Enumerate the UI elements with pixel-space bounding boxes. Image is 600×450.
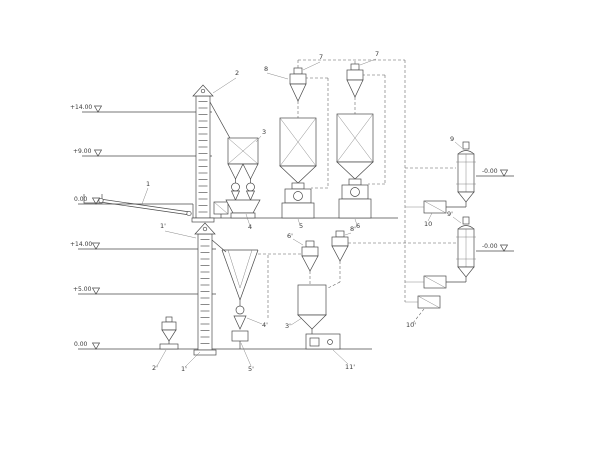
- equipment-label: 2: [235, 69, 239, 77]
- elevation-label: +14.00: [70, 104, 92, 111]
- equipment-label: 3: [262, 128, 266, 136]
- equipment-label: 5: [299, 222, 303, 230]
- elevation-label: +5.00: [73, 286, 92, 293]
- equipment-label: 5': [248, 365, 254, 373]
- grinding-unit-a: 5: [279, 60, 317, 230]
- equipment-label: 9': [447, 210, 453, 218]
- elevation-marker-upper-14: +14.00: [70, 104, 212, 113]
- equipment-label: 8: [264, 65, 268, 73]
- equipment-label: 10': [406, 321, 416, 329]
- elevation-label: 0.00: [74, 341, 88, 348]
- elevation-marker-right-2: -0.00: [476, 243, 514, 252]
- twin-cyclone-hopper: 4: [225, 163, 261, 231]
- elevation-label: +14.00: [70, 241, 92, 248]
- equipment-label: 2': [152, 364, 158, 372]
- equipment-label: 6': [287, 232, 293, 240]
- magnetic-separator: [213, 201, 229, 218]
- air-filter-a: 9: [446, 135, 476, 208]
- elevation-label: 0.00: [74, 196, 88, 203]
- elevation-marker-upper-9: +9.00: [73, 148, 212, 157]
- fan-box-a: 10: [405, 200, 447, 228]
- equipment-label: 4': [262, 321, 268, 329]
- equipment-label: 4: [248, 223, 252, 231]
- equipment-label: 10: [424, 220, 432, 228]
- bucket-elevator-upper: 2: [191, 69, 239, 223]
- cyclone-lower-left: 6': [287, 232, 319, 285]
- surge-cone-hopper: 4' 5': [221, 249, 268, 373]
- bagging-machine: 11': [305, 333, 355, 371]
- equipment-label: 1': [181, 365, 187, 373]
- equipment-label: 7: [375, 50, 379, 58]
- fan-box-b: [405, 275, 447, 289]
- drum-sieve: 3: [227, 128, 266, 165]
- elevation-marker-lower-5: +5.00: [73, 286, 216, 295]
- equipment-label: 9: [450, 135, 454, 143]
- grinding-unit-b: 6: [336, 60, 374, 230]
- elevation-label: -0.00: [482, 243, 498, 250]
- elevation-marker-lower-14: +14.00: [70, 241, 216, 250]
- equipment-label: 3': [285, 322, 291, 330]
- equipment-label: 7: [319, 53, 323, 61]
- equipment-label: 8': [350, 225, 356, 233]
- air-duct-lines: [258, 59, 456, 320]
- intake-unit-lower: 2': [152, 316, 179, 372]
- cyclone-lower-right: 8': [327, 225, 356, 289]
- elevation-marker-right-1: -0.00: [476, 168, 514, 177]
- equipment-label: 1: [146, 180, 150, 188]
- elevation-label: -0.00: [482, 168, 498, 175]
- elevation-label: +9.00: [73, 148, 92, 155]
- equipment-label: 6: [356, 222, 360, 230]
- fan-box-c: 10': [405, 295, 441, 329]
- air-filter-b: 9': [446, 210, 476, 283]
- equipment-label: 11': [345, 363, 355, 371]
- bucket-elevator-lower: 1' 1': [160, 222, 227, 373]
- intake-conveyor: 1: [83, 180, 192, 217]
- equipment-label: 1': [160, 222, 166, 230]
- storage-bin-lower: 3': [285, 284, 327, 334]
